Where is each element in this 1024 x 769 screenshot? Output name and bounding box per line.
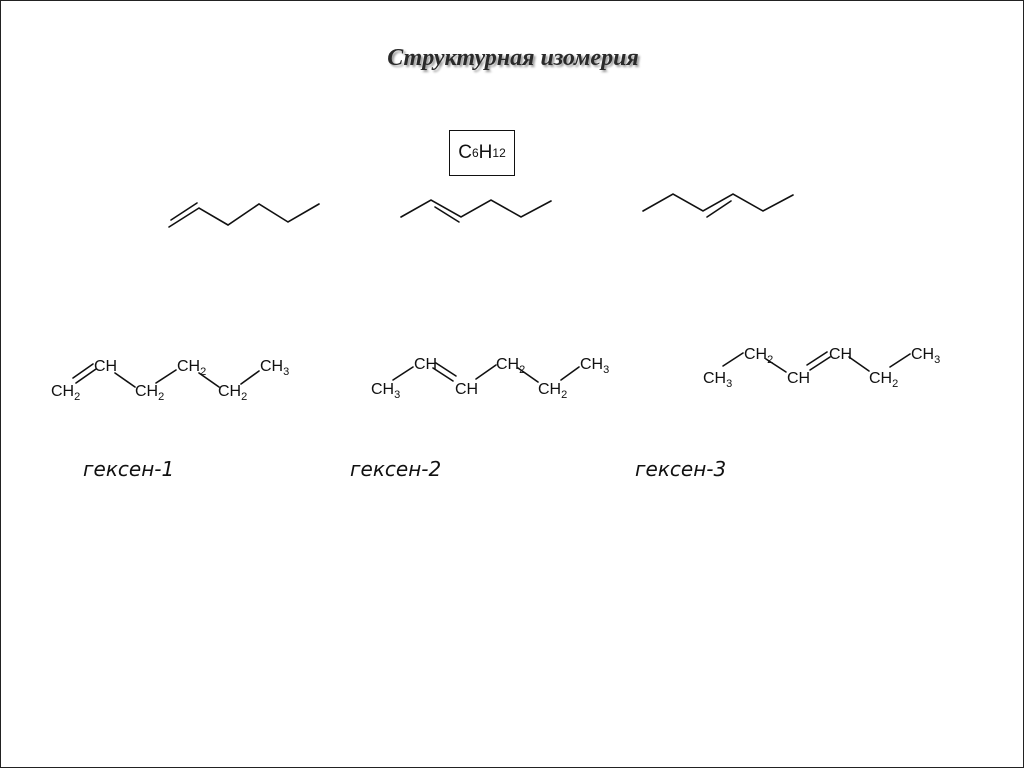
skeletal-chain (168, 203, 320, 228)
isomer-name-hexene-3: гексен-3 (635, 457, 727, 481)
group-label: CH2 (744, 346, 773, 366)
bond-line (517, 367, 539, 383)
group-label: CH (787, 370, 810, 387)
isomer-name-hexene-1: гексен-1 (83, 457, 175, 481)
bond-line (240, 370, 260, 385)
double-bond-line (806, 351, 828, 366)
condensed-bonds-hexene-3 (722, 351, 911, 373)
group-label: CH3 (703, 370, 732, 390)
bond-line (392, 366, 414, 381)
bond-line (765, 358, 787, 373)
group-label: CH (414, 356, 437, 373)
group-label: CH2 (177, 358, 206, 378)
formula-element-h: H (478, 142, 493, 163)
condensed-formula-hexene-2: CH3 CH CH CH2 CH2 CH3 (371, 356, 609, 401)
bond-line (114, 372, 136, 388)
bond-line (198, 372, 220, 388)
skeletal-hexene-1 (168, 202, 320, 228)
bond-line (889, 353, 911, 368)
isomer-name-hexene-2: гексен-2 (350, 457, 442, 481)
bond-line (155, 369, 177, 384)
double-bond-line (432, 367, 454, 382)
group-label: CH2 (496, 356, 525, 376)
condensed-bonds-hexene-2 (392, 362, 580, 383)
group-label: CH2 (538, 381, 567, 401)
group-label: CH3 (911, 346, 940, 366)
skeletal-chain (642, 193, 794, 212)
group-label: CH3 (580, 356, 609, 376)
double-bond-line (72, 363, 94, 379)
condensed-formula-hexene-3: CH3 CH2 CH CH CH2 CH3 (703, 346, 940, 390)
double-bond-line (75, 368, 97, 384)
group-label: CH3 (260, 358, 289, 378)
group-label: CH (94, 358, 117, 375)
skeletal-hexene-2 (400, 199, 552, 223)
double-bond-line (170, 202, 198, 221)
group-label: CH (455, 381, 478, 398)
formula-count-c: 6 (471, 146, 479, 160)
bond-line (560, 366, 580, 381)
skeletal-chain (400, 199, 552, 218)
group-label: CH2 (135, 383, 164, 403)
double-bond-line (435, 362, 457, 377)
group-label: CH3 (371, 381, 400, 401)
double-bond-line (809, 356, 831, 371)
condensed-bonds-hexene-1 (72, 363, 260, 388)
double-bond-line (434, 206, 460, 223)
bond-line (848, 356, 870, 372)
formula-element-c: C (458, 142, 472, 163)
formula-count-h: 12 (492, 146, 506, 160)
group-label: CH2 (869, 370, 898, 390)
group-label: CH2 (218, 383, 247, 403)
double-bond-line (706, 200, 732, 218)
group-label: CH2 (51, 383, 80, 403)
bond-line (475, 364, 497, 380)
group-label: CH (829, 346, 852, 363)
skeletal-hexene-3 (642, 193, 794, 218)
bond-line (722, 352, 744, 367)
slide-title: Структурная изомерия (387, 45, 639, 71)
condensed-formula-hexene-1: CH2 CH CH2 CH2 CH2 CH3 (51, 358, 289, 403)
